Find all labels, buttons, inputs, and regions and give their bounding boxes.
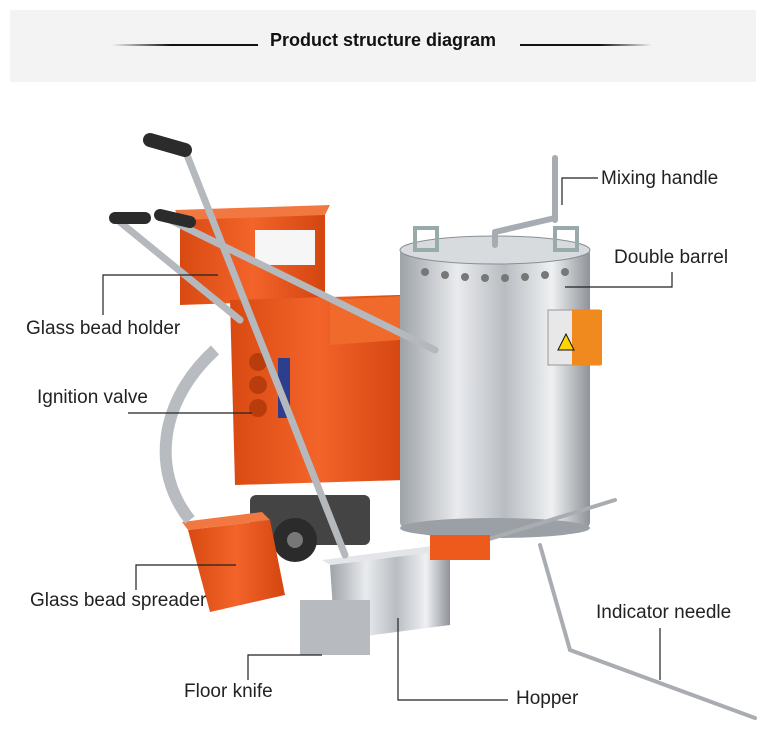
label-double-barrel: Double barrel xyxy=(614,247,729,268)
leader-lines xyxy=(102,177,673,701)
mixing-handle-part xyxy=(492,155,558,248)
front-bracket xyxy=(430,535,490,560)
gas-hose xyxy=(159,345,220,524)
leader-double-barrel xyxy=(565,272,673,288)
diagram-title-text: Product structure diagram xyxy=(267,30,499,50)
label-hopper: Hopper xyxy=(516,688,579,709)
label-ignition-valve: Ignition valve xyxy=(37,387,148,408)
leader-hopper xyxy=(397,618,508,701)
diagram-title: Product structure diagram xyxy=(0,30,766,51)
label-indicator-needle: Indicator needle xyxy=(596,602,732,623)
glass-bead-spreader-part xyxy=(182,512,285,612)
leader-glass-bead-holder xyxy=(102,274,218,315)
rear-frame xyxy=(250,495,370,562)
leader-floor-knife xyxy=(247,654,322,680)
push-handles xyxy=(109,133,439,559)
title-rule-left xyxy=(112,44,258,46)
label-floor-knife: Floor knife xyxy=(184,681,273,702)
double-barrel-part xyxy=(399,226,602,538)
hopper-part xyxy=(300,545,450,655)
indicator-needle-part xyxy=(468,498,757,720)
leader-glass-bead-spreader xyxy=(135,564,236,590)
label-mixing-handle: Mixing handle xyxy=(601,168,719,189)
title-rule-right xyxy=(520,44,652,46)
label-glass-bead-holder: Glass bead holder xyxy=(26,318,181,339)
leader-mixing-handle xyxy=(561,177,598,205)
label-glass-bead-spreader: Glass bead spreader xyxy=(30,590,207,611)
